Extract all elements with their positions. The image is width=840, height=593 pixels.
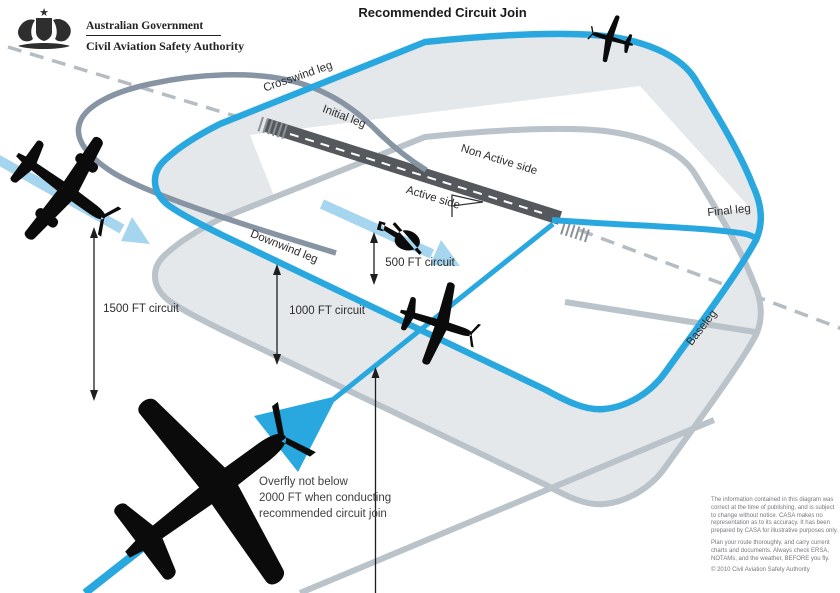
extended-centreline <box>7 45 840 330</box>
copyright-line: © 2010 Civil Aviation Safety Authority <box>711 567 810 574</box>
shadow-final-line <box>564 299 756 335</box>
windsock-icon <box>451 194 484 217</box>
arrow-1000ft <box>273 264 281 365</box>
label-500ft-circuit: 500 FT circuit <box>385 257 455 269</box>
twin-turboprop-aircraft-icon <box>0 104 148 273</box>
circuit-1000ft <box>151 30 764 413</box>
casa-logo: ★ Australian Government Civil Aviation S… <box>10 4 244 58</box>
arrow-2000ft-overfly <box>371 367 380 593</box>
label-1000ft-circuit: 1000 FT circuit <box>289 305 365 317</box>
svg-text:★: ★ <box>39 7 49 19</box>
arrow-500ft <box>370 232 378 285</box>
australian-coat-of-arms-icon: ★ <box>18 7 71 49</box>
upper-circuit-1500ft <box>75 72 428 256</box>
page-title: Recommended Circuit Join <box>358 5 527 20</box>
disclaimer-paragraph-1: The information contained in this diagra… <box>711 497 838 535</box>
disclaimer: The information contained in this diagra… <box>711 497 840 579</box>
overfly-note-line1: Overfly not below <box>259 476 348 488</box>
overfly-note-line3: recommended circuit join <box>259 508 387 520</box>
circuit-volume-wall <box>154 33 761 505</box>
overfly-note-line2: 2000 FT when conducting <box>259 492 392 504</box>
agency-title: Civil Aviation Safety Authority <box>86 39 245 53</box>
threshold-markings-near <box>257 116 288 140</box>
overfly-note: Overfly not below 2000 FT when conductin… <box>259 474 391 522</box>
altitude-arrows <box>90 227 380 593</box>
final-approach-path <box>551 217 760 242</box>
shadow-overfly-line <box>298 417 716 593</box>
threshold-markings-far <box>560 221 590 243</box>
arrow-1500ft <box>90 227 98 401</box>
runway <box>257 116 590 243</box>
disclaimer-paragraph-2: Plan your route thoroughly, and carry cu… <box>711 539 830 562</box>
government-title: Australian Government <box>86 20 221 36</box>
label-1500ft-circuit: 1500 FT circuit <box>103 303 179 315</box>
shadow-circuit <box>152 125 764 508</box>
